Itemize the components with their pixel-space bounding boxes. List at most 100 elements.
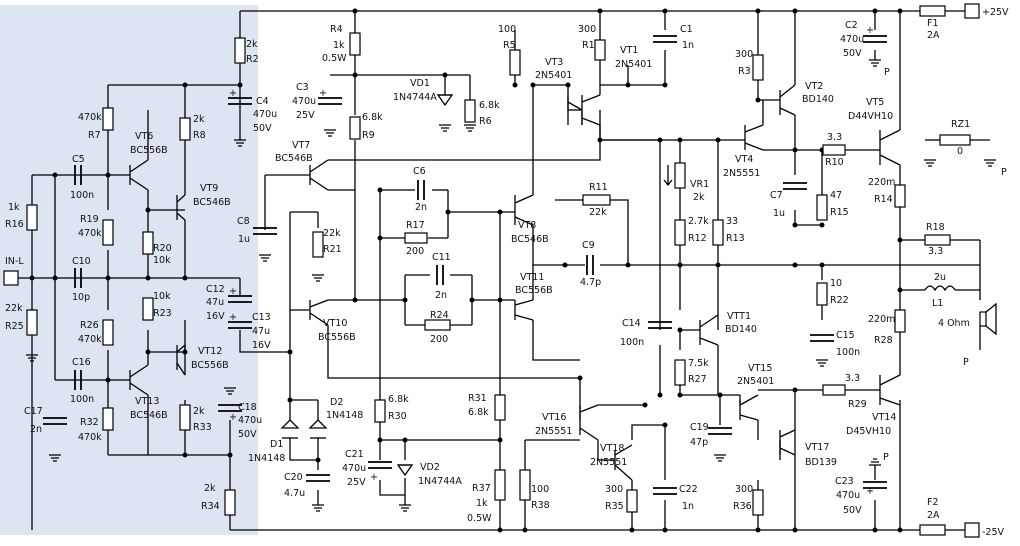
label-vt4-ref: VT4 (735, 154, 753, 165)
label-r7-ref: R7 (88, 130, 101, 141)
label-c12-ref: C12 (206, 284, 225, 295)
label-c14-ref: C14 (622, 318, 641, 329)
label-r29-val: 3.3 (845, 373, 860, 384)
label-c9-val: 4.7p (580, 277, 601, 288)
label-vt1-ref: VT1 (620, 45, 638, 56)
label-c12-v: 16V (206, 311, 225, 322)
label-r1-val: 300 (578, 24, 596, 35)
label-vt11-ref: VT11 (520, 272, 544, 283)
label-p-top: P (884, 67, 890, 78)
label-vt6-val: BC556B (130, 145, 168, 156)
label-vt1-val: 2N5401 (615, 59, 652, 70)
label-r19-ref: R19 (80, 214, 99, 225)
label-r37-w: 0.5W (467, 513, 492, 524)
label-c21-val: 470u (342, 463, 366, 474)
label-r22-ref: R22 (830, 295, 849, 306)
label-r5-val: 100 (498, 24, 516, 35)
label-r36-val: 300 (735, 484, 753, 495)
label-vt8-val: BC546B (511, 234, 549, 245)
transistor-symbols (129, 84, 901, 481)
label-r12-val: 2.7k (688, 216, 709, 227)
label-r15-val: 47 (830, 190, 842, 201)
label-c18-ref: C18 (238, 402, 257, 413)
label-c4-val: 470u (253, 109, 277, 120)
label-r4-val: 1k (333, 40, 345, 51)
label-r26-val: 470k (78, 334, 102, 345)
label-c6-val: 2n (415, 202, 427, 213)
label-c11-ref: C11 (432, 252, 451, 263)
label-c9-ref: C9 (582, 240, 595, 251)
label-c23-v: 50V (843, 505, 862, 516)
label-c4-ref: C4 (256, 96, 269, 107)
label-c8-val: 1u (238, 234, 250, 245)
label-r31-ref: R31 (468, 393, 487, 404)
label-vt10-ref: VT10 (323, 318, 347, 329)
label-r29-ref: R29 (848, 399, 867, 410)
label-r25-val: 22k (5, 303, 23, 314)
label-vt17-val: BD139 (805, 457, 837, 468)
label-r1-ref: R1 (582, 40, 595, 51)
resistor-bodies (26, 5, 971, 536)
label-r27-val: 7.5k (688, 358, 709, 369)
capacitor-plates (43, 35, 887, 495)
label-r9-ref: R9 (362, 130, 375, 141)
label-c15-ref: C15 (836, 330, 855, 341)
label-r21-ref: R21 (323, 244, 342, 255)
label-r21-val: 22k (323, 228, 341, 239)
label-c5-ref: C5 (72, 154, 85, 165)
label-c3-val: 470u (292, 96, 316, 107)
label-f2-ref: F2 (927, 497, 939, 508)
label-l1-ref: L1 (932, 298, 943, 309)
label-c17-val: 2n (30, 424, 42, 435)
label-r24-val: 200 (430, 334, 448, 345)
label-vtt1-val: BD140 (725, 324, 757, 335)
label-vt5-ref: VT5 (866, 97, 884, 108)
label-vt16-val: 2N5551 (535, 426, 572, 437)
label-vt12-val: BC556B (191, 360, 229, 371)
label-input: IN-L (5, 256, 24, 267)
label-c17-ref: C17 (24, 406, 43, 417)
label-r6-ref: R6 (479, 116, 492, 127)
label-r32-val: 470k (78, 432, 102, 443)
label-c21-ref: C21 (345, 449, 364, 460)
label-r2-ref: R2 (246, 54, 259, 65)
label-d2-val: 1N4148 (326, 410, 363, 421)
label-r19-val: 470k (78, 228, 102, 239)
label-rz1-val: 0 (957, 146, 963, 157)
label-r14-val: 220m (868, 177, 895, 188)
label-r33-ref: R33 (193, 422, 212, 433)
label-c5-val: 100n (70, 190, 94, 201)
label-r26-ref: R26 (80, 320, 99, 331)
polarity-mark: + (370, 472, 378, 483)
label-r11-val: 22k (589, 207, 607, 218)
label-r38-ref: R38 (531, 500, 550, 511)
label-r36-ref: R36 (733, 501, 752, 512)
label-r13-ref: R13 (726, 233, 745, 244)
label-c4-v: 50V (253, 123, 272, 134)
label-p-bot: P (883, 452, 889, 463)
label-c10-ref: C10 (72, 256, 91, 267)
label-r8-val: 2k (193, 114, 205, 125)
label-vt13-ref: VT13 (135, 396, 159, 407)
label-c7-ref: C7 (770, 190, 783, 201)
label-p-speaker: P (963, 357, 969, 368)
label-r27-ref: R27 (688, 374, 707, 385)
label-vt4-val: 2N5551 (723, 168, 760, 179)
label-c10-val: 10p (72, 292, 90, 303)
label-vt2-val: BD140 (802, 94, 834, 105)
label-r10-val: 3.3 (827, 132, 842, 143)
label-c2-ref: C2 (845, 20, 858, 31)
label-r34-ref: R34 (201, 501, 220, 512)
label-r17-ref: R17 (406, 220, 425, 231)
label-vd1-val: 1N4744A (393, 92, 437, 103)
label-r23-val: 10k (153, 291, 171, 302)
label-d2-ref: D2 (330, 397, 343, 408)
label-r6-val: 6.8k (479, 100, 500, 111)
polarity-mark: + (229, 286, 237, 297)
misc-symbols (3, 3, 997, 538)
label-vt11-val: BC556B (515, 285, 553, 296)
label-f2-val: 2A (927, 510, 940, 521)
label-r8-ref: R8 (193, 130, 206, 141)
label-r32-ref: R32 (80, 417, 99, 428)
